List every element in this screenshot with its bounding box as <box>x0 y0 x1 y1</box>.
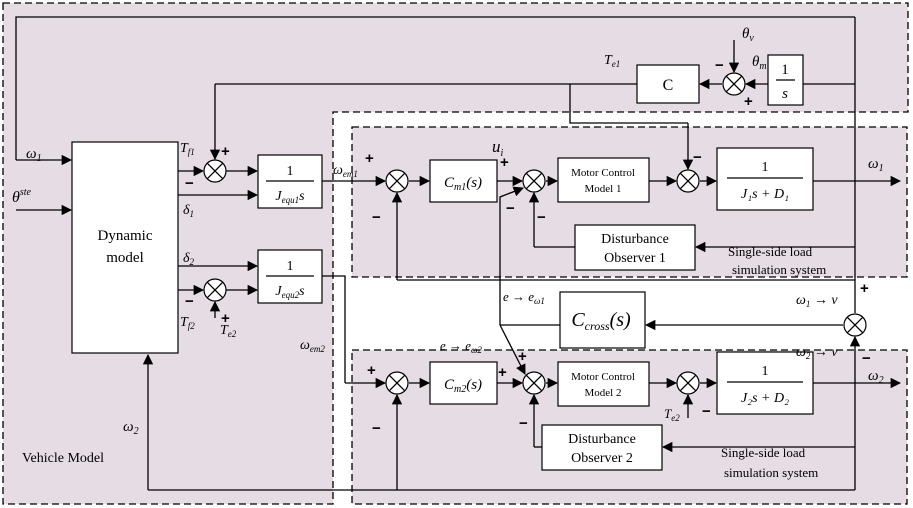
motor-control-1-label-1: Motor Control <box>571 167 635 179</box>
sum-junction-tf2 <box>203 278 227 302</box>
label-te2-right: Te2 <box>664 406 680 423</box>
svg-text:−: − <box>537 209 546 226</box>
label-omega2-output: ω2 <box>868 368 884 386</box>
load-system-1-caption-1: Single-side load <box>728 244 813 259</box>
svg-text:+: + <box>498 364 507 381</box>
sum-junction-theta <box>722 72 746 96</box>
plant-2-den: J₂s + D₂ <box>741 391 789 406</box>
vehicle-model-caption: Vehicle Model <box>22 451 104 466</box>
svg-text:−: − <box>185 175 194 192</box>
label-theta-m: θm <box>752 54 767 72</box>
label-omega1-to-v: ω1 → v <box>796 293 838 309</box>
svg-text:−: − <box>185 293 194 310</box>
load-system-1-boundary <box>351 126 908 278</box>
label-theta-v: θv <box>742 26 754 44</box>
observer-1-label-2: Observer 1 <box>604 251 666 266</box>
label-theta-ste: θste <box>12 187 32 206</box>
sum-junction-cross <box>843 313 867 337</box>
svg-text:+: + <box>221 143 230 160</box>
label-te2-left: Te2 <box>220 323 237 339</box>
vehicle-model-region <box>3 3 908 112</box>
plant-2-num: 1 <box>762 364 769 379</box>
cm2-label: Cm2(s) <box>444 377 482 395</box>
label-ui: ui <box>492 137 504 159</box>
svg-text:+: + <box>744 93 753 110</box>
sum-junction-torque-1 <box>676 169 700 193</box>
integrator-num: 1 <box>781 62 789 78</box>
plant-1-num: 1 <box>762 160 769 175</box>
load-system-1-caption-2: simulation system <box>732 262 826 277</box>
svg-text:−: − <box>693 149 702 166</box>
label-omega-em1: ωem1 <box>333 163 358 179</box>
sum-junction-ui-1 <box>522 169 546 193</box>
label-omega1-output: ω1 <box>868 156 884 174</box>
sum-junction-ui-2 <box>522 371 546 395</box>
dynamic-model-label-2: model <box>106 250 144 266</box>
svg-text:−: − <box>862 350 871 367</box>
svg-text:−: − <box>506 200 515 217</box>
cm2-block <box>429 361 498 405</box>
svg-text:+: + <box>367 362 376 379</box>
label-omega1-input: ω1 <box>26 146 42 164</box>
observer-1-label-1: Disturbance <box>601 232 669 247</box>
plant-1-block <box>716 147 814 211</box>
motor-control-2-label-1: Motor Control <box>571 371 635 383</box>
ccross-label: Ccross(s) <box>571 309 631 333</box>
load-system-2-boundary <box>351 349 908 505</box>
sum-junction-tf1 <box>203 159 227 183</box>
svg-text:+: + <box>860 280 869 297</box>
label-omega2-to-v: ω2 → v <box>796 345 838 361</box>
label-omega2-input: ω2 <box>123 419 139 437</box>
label-delta1: δ1 <box>183 203 194 219</box>
label-omega-em2: ωem2 <box>300 338 325 354</box>
cm1-label: Cm1(s) <box>444 175 482 193</box>
sign-marks: + − − + − + + − + − − − + − + + − − + − <box>185 57 871 437</box>
svg-text:+: + <box>500 154 509 171</box>
svg-text:−: − <box>372 420 381 437</box>
observer-2-label-2: Observer 2 <box>571 451 633 466</box>
observer-2-label-1: Disturbance <box>568 432 636 447</box>
cm1-block <box>429 159 498 203</box>
motor-control-2-label-2: Model 2 <box>585 387 622 399</box>
jequ1-den: Jequ1s <box>275 189 305 205</box>
plant-1-den: J₁s + D₁ <box>741 187 789 202</box>
sum-junction-speed-error-2 <box>385 371 409 395</box>
svg-text:−: − <box>372 209 381 226</box>
jequ2-num: 1 <box>287 259 294 274</box>
jequ1-num: 1 <box>287 164 294 179</box>
label-e-to-ew1: e → eω1 <box>503 289 545 306</box>
jequ2-den: Jequ2s <box>275 284 305 300</box>
svg-text:−: − <box>715 57 724 74</box>
integrator-den: s <box>782 86 788 102</box>
dynamic-model-label-1: Dynamic <box>98 228 153 244</box>
svg-text:−: − <box>702 403 711 420</box>
label-e-to-ew2: e → eω2 <box>440 338 482 355</box>
motor-control-2-block <box>557 361 650 407</box>
dynamic-model-block <box>71 141 179 354</box>
load-system-2-caption-1: Single-side load <box>721 445 806 460</box>
svg-text:+: + <box>518 348 527 365</box>
motor-control-1-block <box>557 157 650 203</box>
label-te1: Te1 <box>604 53 620 69</box>
c-block-label: C <box>663 77 674 94</box>
load-system-2-caption-2: simulation system <box>724 465 818 480</box>
sum-junction-torque-2 <box>676 371 700 395</box>
svg-text:+: + <box>365 150 374 167</box>
sum-junction-speed-error-1 <box>385 169 409 193</box>
label-tf2: Tf2 <box>180 315 195 331</box>
motor-control-1-label-2: Model 1 <box>585 183 622 195</box>
label-tf1: Tf1 <box>180 141 195 157</box>
svg-text:+: + <box>221 310 230 327</box>
label-delta2: δ2 <box>183 251 195 267</box>
svg-text:−: − <box>519 415 528 432</box>
